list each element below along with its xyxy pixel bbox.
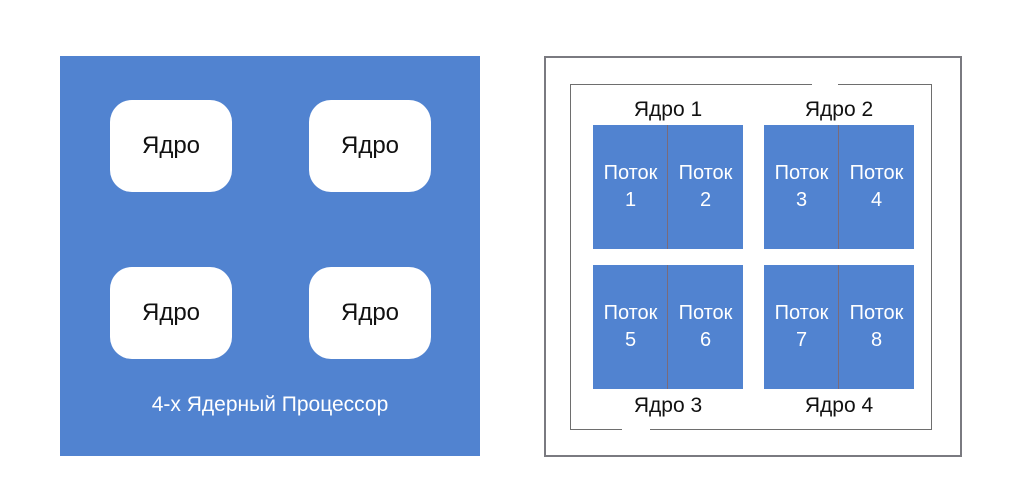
core-box-label: Ядро	[340, 299, 400, 326]
core-block-2: Поток 3 Поток 4	[764, 125, 914, 249]
frame-gap-bottom	[622, 427, 650, 432]
thread-8: Поток 8	[839, 265, 914, 389]
thread-label: Поток	[678, 162, 733, 184]
core-box-4: Ядро	[309, 267, 431, 359]
core-box-1: Ядро	[110, 100, 232, 192]
thread-3: Поток 3	[764, 125, 839, 249]
core-block-3: Поток 5 Поток 6	[593, 265, 743, 389]
threads-diagram-inner-frame	[570, 84, 932, 430]
thread-number: 6	[699, 329, 712, 351]
core-label-3: Ядро 3	[593, 394, 743, 418]
core-label-1: Ядро 1	[593, 98, 743, 122]
thread-2: Поток 2	[668, 125, 743, 249]
thread-number: 4	[870, 189, 883, 211]
thread-number: 5	[624, 329, 637, 351]
thread-number: 7	[795, 329, 808, 351]
thread-label: Поток	[603, 162, 658, 184]
core-label-2: Ядро 2	[764, 98, 914, 122]
thread-number: 1	[624, 189, 637, 211]
frame-gap-top	[812, 82, 838, 87]
thread-5: Поток 5	[593, 265, 668, 389]
core-box-2: Ядро	[309, 100, 431, 192]
thread-1: Поток 1	[593, 125, 668, 249]
thread-7: Поток 7	[764, 265, 839, 389]
thread-label: Поток	[678, 302, 733, 324]
thread-4: Поток 4	[839, 125, 914, 249]
core-box-label: Ядро	[141, 132, 201, 159]
core-box-3: Ядро	[110, 267, 232, 359]
thread-number: 8	[870, 329, 883, 351]
core-box-label: Ядро	[141, 299, 201, 326]
thread-number: 3	[795, 189, 808, 211]
thread-label: Поток	[774, 162, 829, 184]
thread-divider	[667, 265, 668, 389]
thread-label: Поток	[603, 302, 658, 324]
thread-label: Поток	[774, 302, 829, 324]
thread-6: Поток 6	[668, 265, 743, 389]
core-box-label: Ядро	[340, 132, 400, 159]
thread-number: 2	[699, 189, 712, 211]
processor-caption: 4-х Ядерный Процессор	[151, 393, 389, 416]
thread-divider	[838, 125, 839, 249]
core-block-4: Поток 7 Поток 8	[764, 265, 914, 389]
thread-divider	[667, 125, 668, 249]
core-block-1: Поток 1 Поток 2	[593, 125, 743, 249]
threads-diagram-frame	[544, 56, 962, 457]
thread-label: Поток	[849, 162, 904, 184]
quad-core-processor: Ядро Ядро Ядро Ядро 4-х Ядерный Процессо…	[60, 56, 480, 456]
thread-divider	[838, 265, 839, 389]
core-label-4: Ядро 4	[764, 394, 914, 418]
thread-label: Поток	[849, 302, 904, 324]
